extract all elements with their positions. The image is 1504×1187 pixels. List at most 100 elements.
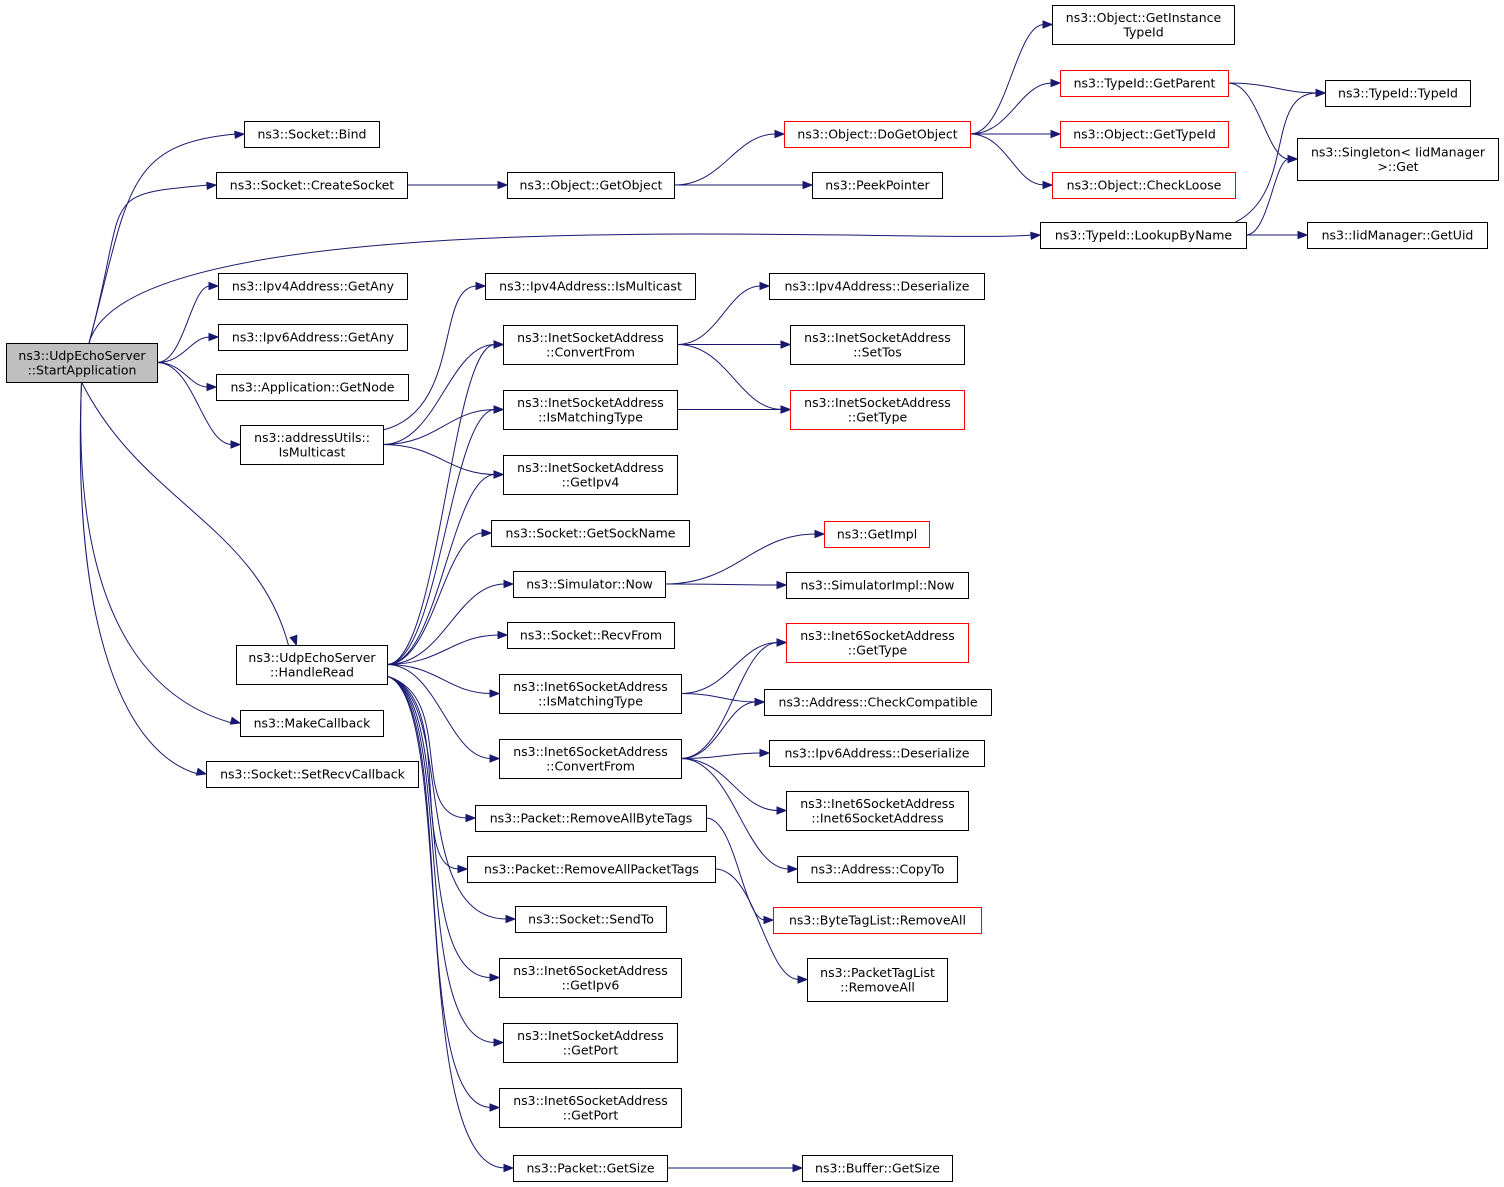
node-obj-dogetobject[interactable]: ns3::Object::DoGetObject	[784, 121, 971, 148]
node-ipv4-ismulticast[interactable]: ns3::Ipv4Address::IsMulticast	[485, 273, 696, 300]
node-ipv4-deserialize[interactable]: ns3::Ipv4Address::Deserialize	[769, 273, 985, 300]
node-box	[797, 856, 958, 883]
node-ipv6-deserialize[interactable]: ns3::Ipv6Address::Deserialize	[769, 740, 985, 767]
node-inet-getport[interactable]: ns3::InetSocketAddress::GetPort	[503, 1023, 678, 1063]
node-box	[218, 273, 408, 300]
edge-addr-ismulticast-to-ipv4-ismulticast	[382, 285, 478, 431]
node-inet6-getport[interactable]: ns3::Inet6SocketAddress::GetPort	[499, 1088, 682, 1128]
edge-inet-convertfrom-to-ipv4-deserialize	[676, 285, 762, 345]
node-packettaglist-rmall[interactable]: ns3::PacketTagList::RemoveAll	[807, 958, 948, 1002]
edge-arrowhead	[493, 405, 505, 414]
edge-arrowhead	[787, 864, 799, 874]
node-box	[485, 273, 696, 300]
node-label: ::StartApplication	[28, 362, 137, 377]
node-lookup-by-name[interactable]: ns3::TypeId::LookupByName	[1040, 222, 1247, 249]
node-inet6-convertfrom[interactable]: ns3::Inet6SocketAddress::ConvertFrom	[499, 739, 682, 779]
node-addr-copyto[interactable]: ns3::Address::CopyTo	[797, 856, 958, 883]
node-box	[240, 425, 384, 465]
node-label: ns3::Inet6SocketAddress	[513, 679, 668, 694]
node-inet-getipv4[interactable]: ns3::InetSocketAddress::GetIpv4	[503, 455, 678, 495]
edge-arrowhead	[497, 180, 509, 190]
node-typeid-typeid[interactable]: ns3::TypeId::TypeId	[1325, 80, 1471, 107]
edge-arrowhead	[208, 281, 220, 291]
node-addr-ismulticast[interactable]: ns3::addressUtils::IsMulticast	[240, 425, 384, 465]
node-inet6-ctor[interactable]: ns3::Inet6SocketAddress::Inet6SocketAddr…	[786, 791, 969, 831]
node-box	[1325, 80, 1471, 107]
node-inet-ismatching[interactable]: ns3::InetSocketAddress::IsMatchingType	[503, 390, 678, 430]
node-pkt-rm-packettags[interactable]: ns3::Packet::RemoveAllPacketTags	[467, 856, 716, 883]
edge-handle-read-to-pkt-getsize	[386, 675, 506, 1169]
edge-arrowhead	[1042, 20, 1054, 29]
node-inet6-ismatching[interactable]: ns3::Inet6SocketAddress::IsMatchingType	[499, 674, 682, 714]
node-inet6-gettype[interactable]: ns3::Inet6SocketAddress::GetType	[786, 623, 969, 663]
node-box	[499, 1088, 682, 1128]
node-sim-now[interactable]: ns3::Simulator::Now	[513, 571, 666, 598]
node-ipv6-getany[interactable]: ns3::Ipv6Address::GetAny	[218, 324, 408, 351]
edge-typeid-getparent-to-typeid-typeid	[1227, 82, 1318, 94]
edge-arrowhead	[776, 638, 788, 647]
edge-inet6-convertfrom-to-ipv6-deserialize	[680, 752, 762, 759]
node-box	[216, 172, 408, 199]
node-pkt-getsize[interactable]: ns3::Packet::GetSize	[513, 1155, 668, 1182]
node-label: ns3::Inet6SocketAddress	[800, 628, 955, 643]
edge-sim-now-to-get-impl	[664, 533, 817, 585]
node-obj-gettypeid[interactable]: ns3::Object::GetTypeId	[1060, 121, 1229, 148]
edge-arrowhead	[754, 697, 766, 707]
node-label: ns3::Object::GetObject	[520, 178, 663, 193]
node-pkt-rm-bytetags[interactable]: ns3::Packet::RemoveAllByteTags	[475, 805, 707, 832]
node-label: ns3::IidManager::GetUid	[1322, 228, 1474, 243]
node-label: ns3::InetSocketAddress	[804, 330, 951, 345]
edge-arrowhead	[234, 130, 246, 140]
node-start[interactable]: ns3::UdpEchoServer::StartApplication	[6, 343, 158, 383]
node-label: ns3::Packet::RemoveAllByteTags	[490, 811, 693, 826]
edge-handle-read-to-sock-recvfrom	[386, 634, 500, 665]
node-inet-settos[interactable]: ns3::InetSocketAddress::SetTos	[790, 325, 965, 365]
node-label: ns3::InetSocketAddress	[517, 460, 664, 475]
node-label: ns3::UdpEchoServer	[248, 650, 376, 665]
node-set-recv-cb[interactable]: ns3::Socket::SetRecvCallback	[206, 761, 419, 788]
node-box	[1052, 172, 1236, 199]
node-box	[499, 958, 682, 998]
node-app-getnode[interactable]: ns3::Application::GetNode	[216, 374, 409, 401]
edge-arrowhead	[776, 806, 788, 815]
node-box	[786, 623, 969, 663]
edge-handle-read-to-sim-now	[386, 583, 506, 665]
edge-handle-read-to-pkt-rm-bytetags	[386, 675, 468, 819]
node-peek-pointer[interactable]: ns3::PeekPointer	[812, 172, 943, 199]
edge-arrowhead	[489, 689, 501, 698]
edge-lookup-by-name-to-singleton-get	[1245, 158, 1290, 236]
node-inet6-getipv6[interactable]: ns3::Inet6SocketAddress::GetIpv6	[499, 958, 682, 998]
node-inet-convertfrom[interactable]: ns3::InetSocketAddress::ConvertFrom	[503, 325, 678, 365]
node-box	[773, 907, 982, 934]
node-sock-getsockname[interactable]: ns3::Socket::GetSockName	[491, 520, 690, 547]
node-bytetaglist-rmall[interactable]: ns3::ByteTagList::RemoveAll	[773, 907, 982, 934]
node-box	[764, 689, 992, 716]
node-box	[499, 674, 682, 714]
node-label: ns3::Inet6SocketAddress	[513, 744, 668, 759]
node-obj-checkloose[interactable]: ns3::Object::CheckLoose	[1052, 172, 1236, 199]
node-inet-gettype[interactable]: ns3::InetSocketAddress::GetType	[790, 390, 965, 430]
node-iid-getuid[interactable]: ns3::IidManager::GetUid	[1307, 222, 1488, 249]
node-typeid-getparent[interactable]: ns3::TypeId::GetParent	[1060, 70, 1229, 97]
node-obj-getobject[interactable]: ns3::Object::GetObject	[507, 172, 675, 199]
node-addr-checkcompat[interactable]: ns3::Address::CheckCompatible	[764, 689, 992, 716]
node-make-callback[interactable]: ns3::MakeCallback	[240, 710, 384, 737]
edge-addr-ismulticast-to-inet-ismatching	[382, 409, 496, 445]
node-singleton-get[interactable]: ns3::Singleton< IidManager >::Get	[1297, 138, 1499, 181]
node-simimpl-now[interactable]: ns3::SimulatorImpl::Now	[786, 572, 969, 599]
node-create-socket[interactable]: ns3::Socket::CreateSocket	[216, 172, 408, 199]
edge-arrowhead	[195, 767, 208, 776]
edge-inet-convertfrom-to-inet-gettype	[676, 344, 783, 410]
node-buffer-getsize[interactable]: ns3::Buffer::GetSize	[802, 1155, 953, 1182]
node-ipv4-getany[interactable]: ns3::Ipv4Address::GetAny	[218, 273, 408, 300]
node-box	[218, 324, 408, 351]
node-bind[interactable]: ns3::Socket::Bind	[244, 121, 380, 148]
node-box	[807, 958, 948, 1002]
node-label: ns3::Ipv6Address::Deserialize	[785, 746, 970, 761]
node-handle-read[interactable]: ns3::UdpEchoServer::HandleRead	[236, 645, 388, 685]
node-sock-recvfrom[interactable]: ns3::Socket::RecvFrom	[507, 622, 675, 649]
node-get-impl[interactable]: ns3::GetImpl	[824, 521, 930, 548]
node-box	[475, 805, 707, 832]
node-sock-sendto[interactable]: ns3::Socket::SendTo	[515, 906, 667, 933]
